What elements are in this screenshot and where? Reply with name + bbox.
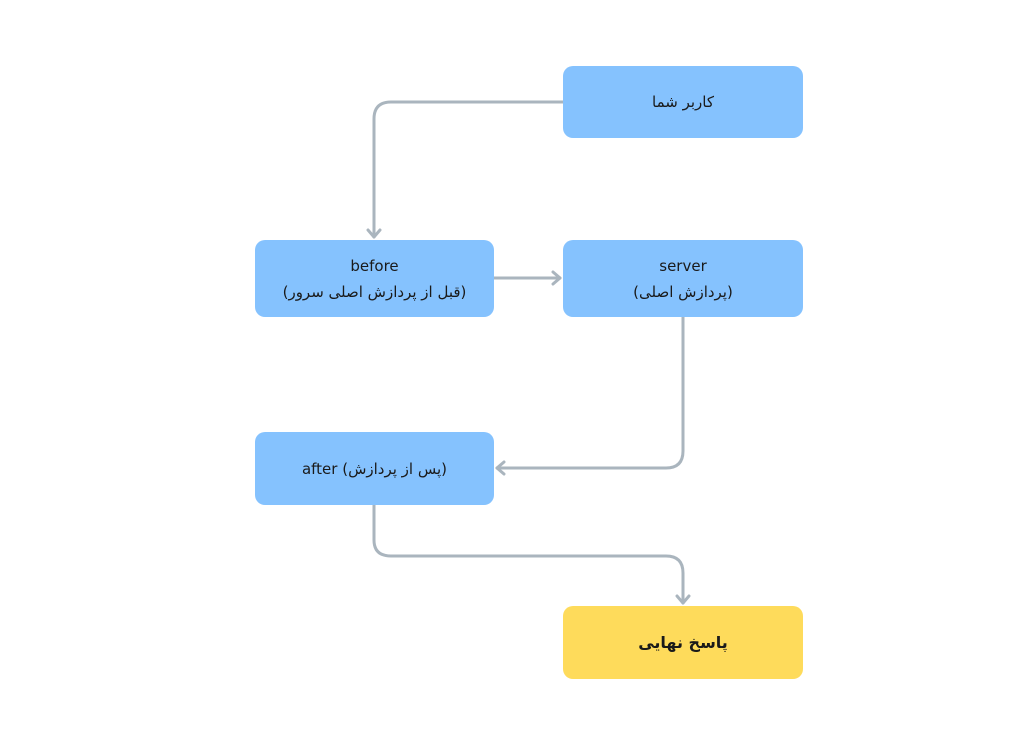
edge-after-to-final (372, 503, 685, 605)
arrowhead-user-to-before (366, 228, 382, 239)
node-after-label: after (پس از پردازش) (301, 459, 448, 478)
arrowhead-before-to-server (551, 270, 562, 286)
arrowhead-after-to-final (675, 594, 691, 605)
node-before-title: before (350, 256, 399, 275)
node-final: پاسخ نهایی (563, 606, 803, 679)
node-user-label: کاربر شما (652, 93, 714, 111)
arrowhead-server-to-after (495, 460, 506, 476)
edge-server-to-after (495, 315, 685, 470)
node-before-subtitle: (قبل از پردازش اصلی سرور) (282, 282, 467, 301)
node-server-title: server (659, 256, 707, 275)
node-after: after (پس از پردازش) (255, 432, 494, 505)
node-server: server (پردازش اصلی) (563, 240, 803, 317)
node-before: before (قبل از پردازش اصلی سرور) (255, 240, 494, 317)
node-user: کاربر شما (563, 66, 803, 138)
node-final-label: پاسخ نهایی (638, 632, 728, 652)
edge-user-to-before (372, 100, 565, 239)
node-server-subtitle: (پردازش اصلی) (633, 282, 733, 301)
